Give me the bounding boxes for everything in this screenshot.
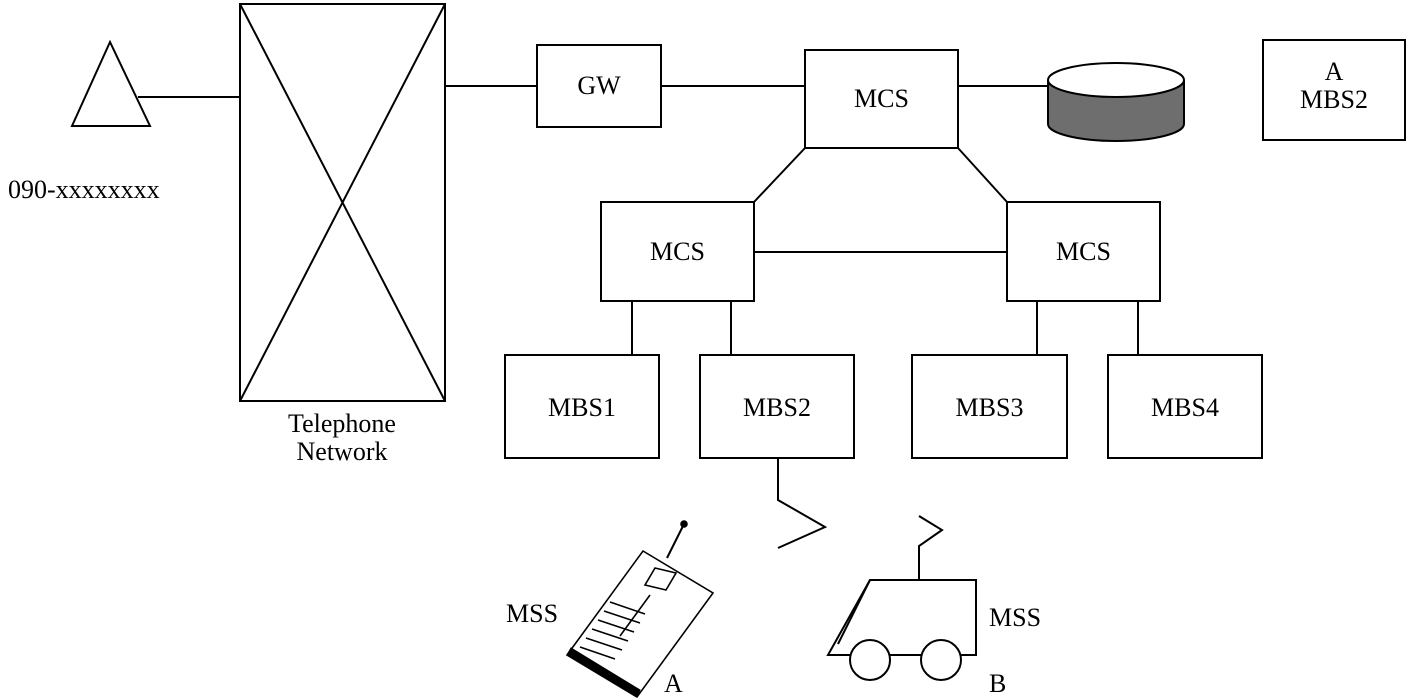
location-register-label-line1: A	[1263, 58, 1405, 86]
mbs1-label: MBS1	[505, 394, 659, 422]
mcs-top-to-right-line	[958, 148, 1007, 202]
phone-number-label: 090-xxxxxxxx	[8, 176, 160, 204]
mbs3-label: MBS3	[912, 394, 1067, 422]
location-register-label: A MBS2	[1263, 58, 1405, 114]
wireless-link-icon	[778, 458, 825, 548]
mcs-top-label: MCS	[805, 85, 958, 113]
telephone-network-box	[240, 4, 445, 401]
mss-b-id-label: B	[989, 670, 1006, 698]
mss-b-label: MSS	[989, 604, 1041, 632]
mcs-top-to-left-line	[754, 148, 805, 202]
gw-label: GW	[537, 72, 661, 100]
mobile-vehicle-icon	[828, 516, 976, 680]
mbs4-label: MBS4	[1108, 394, 1262, 422]
telephone-network-label: Telephone Network	[262, 410, 422, 466]
telephone-network-label-line2: Network	[262, 438, 422, 466]
telephone-terminal-icon	[72, 42, 150, 126]
mcs-right-label: MCS	[1007, 238, 1160, 266]
mcs-left-label: MCS	[601, 238, 754, 266]
mss-a-id-label: A	[664, 670, 683, 698]
mbs2-label: MBS2	[700, 394, 854, 422]
mss-a-label: MSS	[506, 600, 558, 628]
mobile-handset-icon	[567, 521, 713, 697]
location-register-label-line2: MBS2	[1263, 86, 1405, 114]
telephone-network-label-line1: Telephone	[262, 410, 422, 438]
database-disk-icon	[1048, 63, 1184, 141]
